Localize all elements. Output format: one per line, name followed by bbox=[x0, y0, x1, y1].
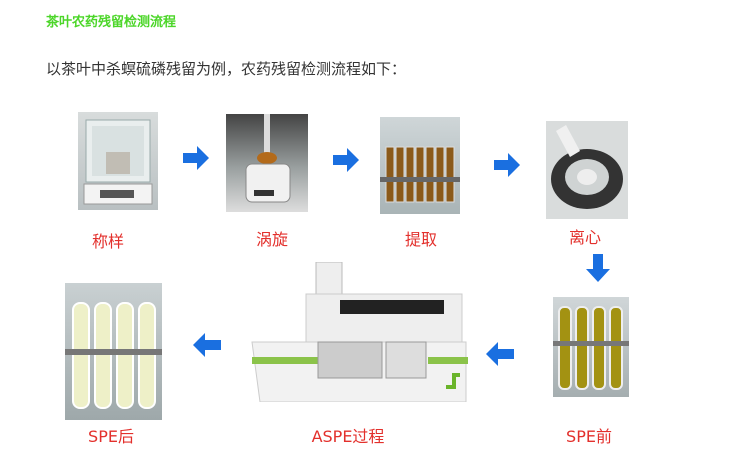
step-label: SPE后 bbox=[88, 427, 134, 446]
step-label: 称样 bbox=[91, 232, 124, 251]
step-label: ASPE过程 bbox=[311, 427, 385, 446]
arrow-right-icon bbox=[333, 148, 359, 172]
step-label: 离心 bbox=[568, 228, 601, 247]
step-label: 提取 bbox=[404, 230, 437, 249]
aspe-instrument-photo bbox=[246, 262, 483, 402]
tubes-after-spe-photo bbox=[65, 283, 162, 420]
intro-text: 以茶叶中杀螟硫磷残留为例，农药残留检测流程如下： bbox=[46, 60, 407, 78]
arrow-right-icon bbox=[183, 146, 209, 170]
page-title: 茶叶农药残留检测流程 bbox=[46, 15, 177, 30]
extraction-tubes-photo bbox=[380, 117, 460, 214]
vortex-mixer-photo bbox=[226, 114, 308, 212]
arrow-down-icon bbox=[586, 254, 610, 282]
centrifuge-photo bbox=[546, 121, 628, 219]
arrow-left-icon bbox=[193, 333, 221, 357]
step-label: 涡旋 bbox=[255, 230, 288, 249]
tubes-before-spe-photo bbox=[553, 297, 629, 397]
arrow-left-icon bbox=[486, 342, 514, 366]
step-label: SPE前 bbox=[566, 427, 612, 446]
balance-photo bbox=[78, 112, 158, 210]
arrow-right-icon bbox=[494, 153, 520, 177]
